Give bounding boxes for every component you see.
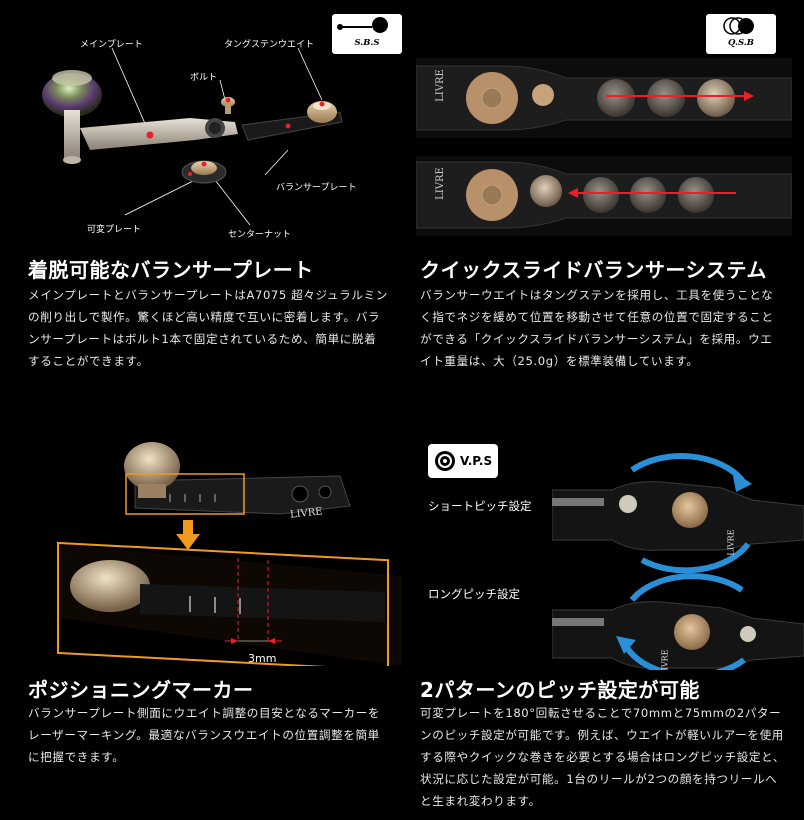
- qsb-badge-label: Q.S.B: [728, 38, 754, 48]
- long-pitch-label: ロングピッチ設定: [428, 587, 520, 601]
- callout-balancer-plate: バランサープレート: [276, 183, 357, 193]
- marker-illustration: LIVRE: [40, 436, 402, 666]
- sbs-badge-icon: [337, 17, 388, 33]
- tungsten-weight-graphic: [307, 101, 337, 123]
- callout-main-plate: メインプレート: [80, 40, 143, 50]
- vps-badge: V.P.S: [428, 444, 499, 478]
- qsb-slide-illustration: LIVRE LIVRE: [416, 58, 792, 238]
- marker-body: バランサープレート側面にウエイト調整の目安となるマーカーをレーザーマーキング。最…: [28, 706, 381, 764]
- vps-badge-icon: [435, 451, 455, 471]
- callout-variable-plate: 可変プレート: [87, 225, 142, 235]
- qsb-heading: クイックスライドバランサーシステム: [420, 258, 767, 282]
- panel-sbs: S.B.S メインプレート タングステンウエイト ボルト バランサープレート 可…: [0, 0, 402, 400]
- dimension-label: 3mm: [248, 652, 277, 665]
- qsb-badge: Q.S.B: [706, 14, 776, 54]
- vps-pitch-illustration: LIVRE LIVRE: [552, 440, 804, 670]
- variable-plate-graphic: [181, 160, 227, 184]
- sbs-exploded-illustration: [20, 0, 400, 245]
- sbs-heading: 着脱可能なバランサープレート: [28, 258, 314, 282]
- marker-heading: ポジショニングマーカー: [28, 678, 254, 702]
- qsb-brand-bottom: LIVRE: [434, 167, 446, 200]
- qsb-badge-icon: [723, 17, 754, 35]
- sbs-badge: S.B.S: [332, 14, 402, 54]
- bolt-graphic: [221, 97, 235, 114]
- panel-vps: V.P.S LIVRE LIVRE: [402, 400, 804, 820]
- vps-body: 可変プレートを180°回転させることで70mmと75mmの2パターンのピッチ設定…: [420, 706, 786, 808]
- callout-center-nut: センターナット: [228, 230, 292, 240]
- short-pitch-label: ショートピッチ設定: [428, 499, 532, 513]
- vps-badge-label: V.P.S: [460, 454, 493, 468]
- panel-qsb: Q.S.B: [402, 0, 804, 400]
- callout-bolt: ボルト: [190, 73, 218, 83]
- vps-brand-short: LIVRE: [726, 529, 736, 556]
- qsb-body: バランサーウエイトはタングステンを採用し、工具を使うことなく指でネジを緩めて位置…: [420, 288, 774, 368]
- qsb-brand-top: LIVRE: [434, 69, 446, 102]
- knob-graphic: [42, 70, 102, 164]
- vps-brand-long: LIVRE: [660, 649, 670, 670]
- panel-positioning-marker: LIVRE 3mm ポジショニングマーカー バランサープレート側面にウエイト調整…: [0, 400, 402, 820]
- sbs-badge-label: S.B.S: [354, 38, 380, 48]
- callout-tungsten-weight: タングステンウエイト: [224, 40, 315, 50]
- sbs-body: メインプレートとバランサープレートはA7075 超々ジュラルミンの削り出しで製作…: [28, 288, 388, 368]
- vps-heading: 2パターンのピッチ設定が可能: [420, 678, 700, 702]
